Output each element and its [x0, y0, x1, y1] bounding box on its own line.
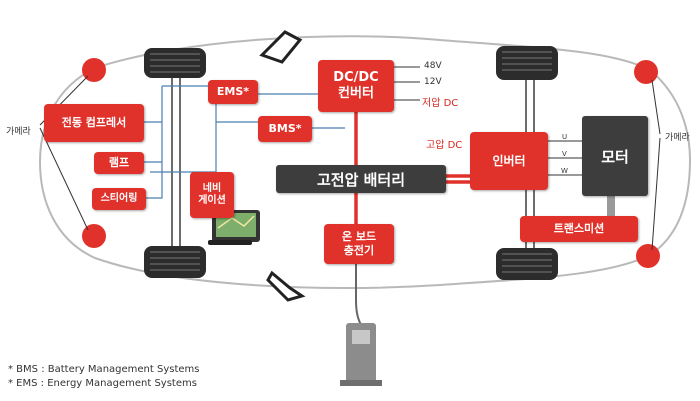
- lamp-label: 램프: [108, 156, 130, 170]
- charger-label-line1: 온 보드: [341, 230, 377, 244]
- dcdc-label-line2: 컨버터: [338, 86, 374, 101]
- tire-treads: [150, 51, 552, 273]
- footnote-ems: * EMS : Energy Management Systems: [8, 378, 197, 389]
- camera-right-label: 가메라: [665, 133, 690, 143]
- camera-sensors: [82, 58, 660, 268]
- compressor-label: 전동 컴프레서: [61, 116, 127, 130]
- dcdc-converter-box: DC/DC 컨버터: [318, 60, 394, 112]
- right-mirror: [266, 270, 306, 302]
- voltage-12v-label: 12V: [424, 77, 442, 87]
- footnote-bms: * BMS : Battery Management Systems: [8, 364, 200, 375]
- phase-v-label: V: [562, 150, 567, 158]
- inverter-box: 인버터: [470, 132, 548, 190]
- navi-label-line2: 게이션: [198, 195, 226, 206]
- steering-label: 스티어링: [100, 192, 138, 204]
- transmission-box: 트랜스미션: [520, 216, 638, 242]
- camera-left-label: 가메라: [6, 127, 31, 137]
- steering-box: 스티어링: [92, 188, 146, 210]
- charging-cable: [355, 263, 363, 327]
- tires: [144, 46, 558, 280]
- voltage-48v-label: 48V: [424, 61, 442, 71]
- bms-box: BMS*: [258, 116, 312, 142]
- ems-label: EMS*: [216, 85, 250, 99]
- transmission-label: 트랜스미션: [553, 222, 605, 236]
- motor-box: 모터: [582, 116, 648, 196]
- high-voltage-battery-box: 고전압 배터리: [276, 165, 446, 193]
- battery-label: 고전압 배터리: [316, 170, 406, 189]
- left-mirror: [259, 30, 303, 64]
- motor-shaft: [607, 195, 615, 217]
- lamp-box: 램프: [94, 152, 144, 174]
- dcdc-label-line1: DC/DC: [333, 69, 379, 85]
- bms-label: BMS*: [268, 122, 302, 136]
- dc-output-lines: [394, 66, 582, 176]
- low-dc-label: 저압 DC: [422, 98, 459, 109]
- navigation-box: 네비 게이션: [190, 172, 234, 218]
- charging-station: [340, 323, 382, 386]
- inverter-label: 인버터: [492, 153, 526, 168]
- charger-label-line2: 충전기: [343, 244, 375, 257]
- high-dc-label: 고압 DC: [426, 140, 463, 151]
- phase-u-label: U: [562, 133, 568, 141]
- phase-w-label: W: [561, 167, 568, 175]
- electric-compressor-box: 전동 컴프레서: [44, 104, 144, 142]
- onboard-charger-box: 온 보드 충전기: [324, 224, 394, 264]
- ems-box: EMS*: [208, 80, 258, 104]
- navi-label-line1: 네비: [202, 182, 222, 194]
- power-lines: [354, 112, 470, 224]
- motor-label: 모터: [601, 147, 629, 166]
